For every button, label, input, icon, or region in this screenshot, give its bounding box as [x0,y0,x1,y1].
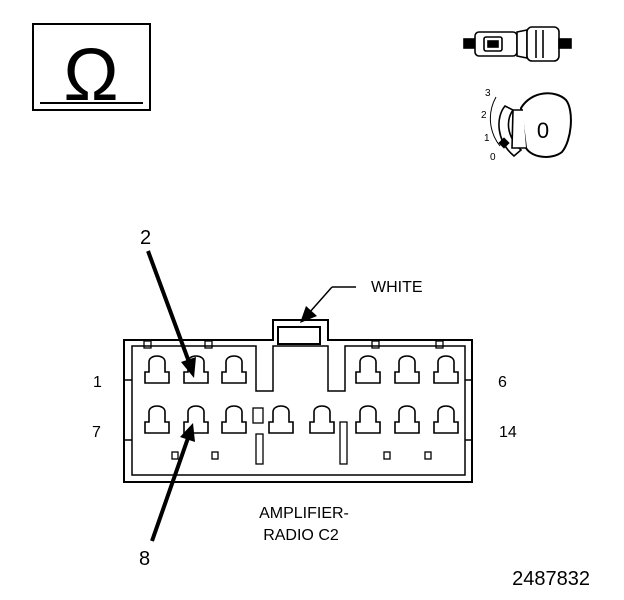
cavity-bottom-7 [394,405,420,434]
ohm-symbol-box: Ω [32,23,151,116]
pin-label-7: 7 [92,424,101,441]
key-position-1: 1 [484,133,490,144]
cavity-top-6 [433,355,459,384]
pin-label-14: 14 [499,424,517,441]
cavity-top-3 [221,355,247,384]
callout-arrow-2: 2 [140,227,196,378]
cavity-bottom-8 [433,405,459,434]
connector-color-label: WHITE [371,279,423,296]
cavity-top-5 [394,355,420,384]
cavity-bottom-3 [221,405,247,434]
cavity-bottom-5 [309,405,335,434]
cavity-top-4 [355,355,381,384]
connector-name-line1: AMPLIFIER- [259,505,349,522]
key-position-2: 2 [481,110,487,121]
pin-label-1: 1 [93,374,102,391]
key-position-0: 0 [490,152,496,163]
callout-arrow-8: 8 [139,423,195,570]
pin-label-6: 6 [498,374,507,391]
figure-number: 2487832 [512,568,590,590]
white-callout: WHITE [300,279,423,323]
key-head-label: 0 [537,118,549,143]
ohm-symbol: Ω [63,33,118,116]
connector-plug-icon [463,26,572,62]
cavity-bottom-6 [355,405,381,434]
connector-housing [123,319,473,483]
key-position-3: 3 [485,88,491,99]
cavity-bottom-4 [268,405,294,434]
cavity-top-1 [144,355,170,384]
ignition-key-icon: 3 2 1 0 0 [481,88,572,163]
connector-name-line2: RADIO C2 [263,527,339,544]
callout-label-8: 8 [139,548,150,570]
terminal-cavities [144,355,459,434]
callout-label-2: 2 [140,227,151,249]
cavity-bottom-1 [144,405,170,434]
